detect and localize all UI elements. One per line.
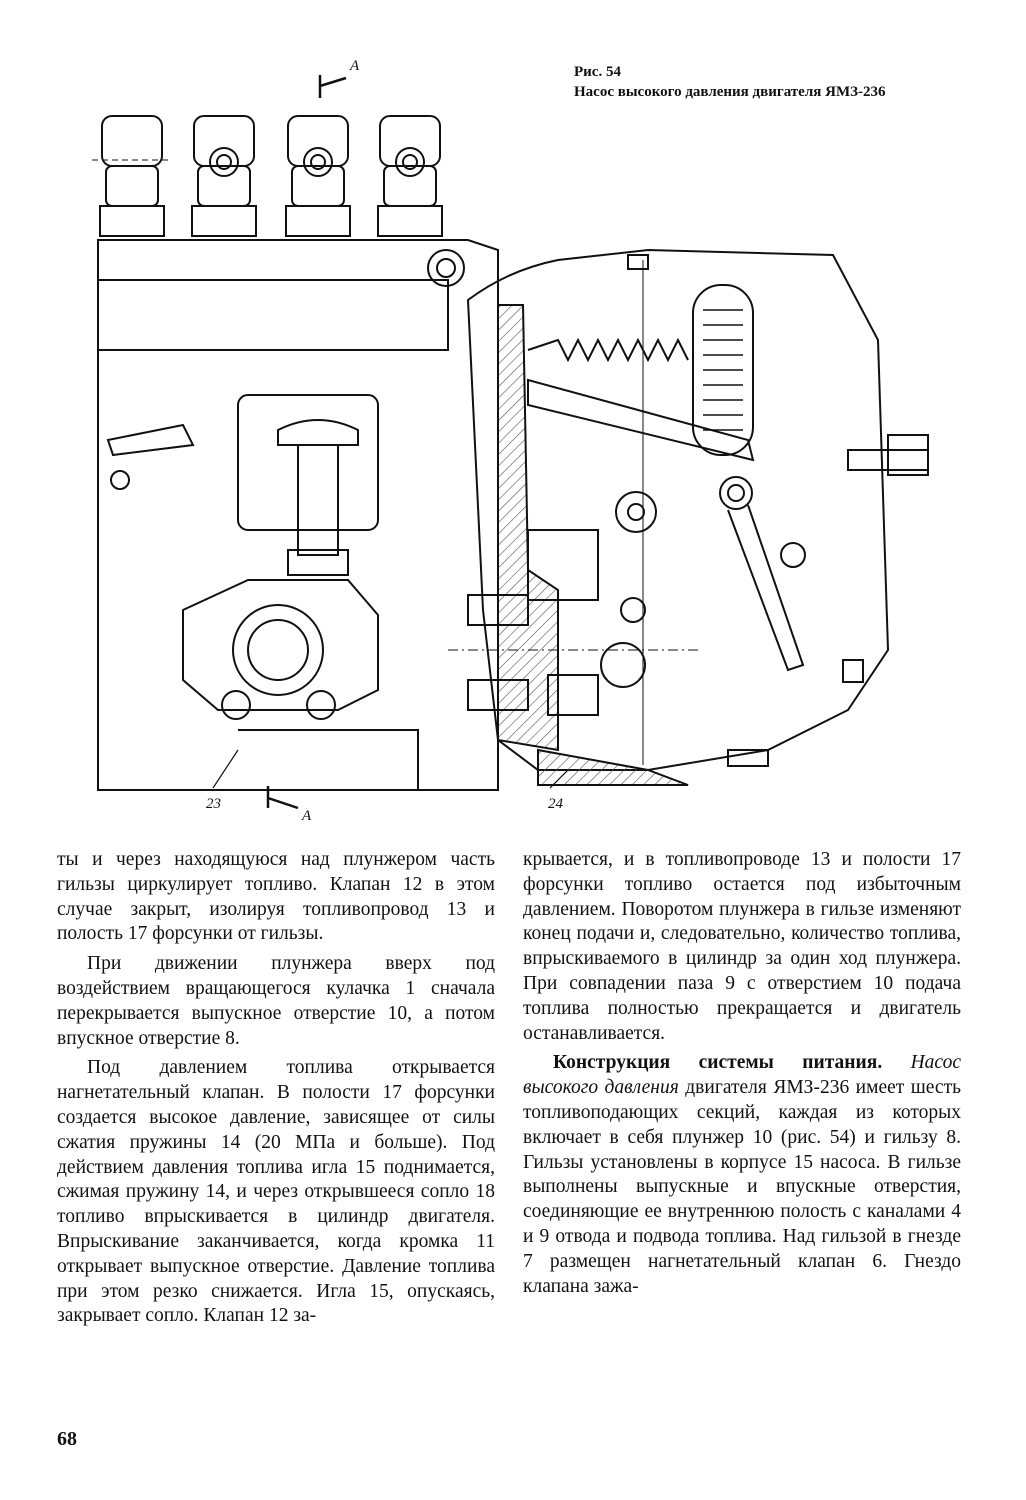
page-number: 68 [57,1428,77,1450]
figure-title: Насос высокого давления двигателя ЯМЗ-23… [574,84,886,100]
term-italic: Насос высокого давления [523,1052,961,1099]
fitting-2-icon [191,115,257,237]
pump-drawing: A A 23 24 [92,58,929,824]
right-paragraph-1: крывается, и в топливопроводе 13 и полос… [523,849,961,1044]
fitting-3-icon [285,115,351,237]
fitting-4-icon [377,115,443,237]
callout-23: 23 [206,796,221,812]
section-label-top: A [349,58,360,74]
left-column: ты и через находящуюся над плунжером час… [57,848,495,1334]
right-paragraph-2-body: двигателя ЯМЗ-236 имеет шесть топливопод… [523,1077,961,1297]
left-paragraph-2: При движении плунжера вверх под воздейст… [57,953,495,1049]
figure-number: Рис. 54 [574,64,621,80]
figure-caption: Рис. 54 Насос высокого давления двигател… [574,62,886,102]
callout-24: 24 [548,796,564,812]
section-heading: Конструкция системы питания. [553,1052,883,1074]
left-paragraph-3: Под давлением топлива открывается нагнет… [57,1057,495,1327]
right-column: крывается, и в топливопроводе 13 и полос… [523,848,961,1304]
right-paragraph-2: Конструкция системы питания. Насос высок… [523,1051,961,1299]
fitting-1-icon [92,115,172,237]
section-label-bottom: A [301,808,312,824]
left-paragraph-1: ты и через находящуюся над плунжером час… [57,849,495,945]
